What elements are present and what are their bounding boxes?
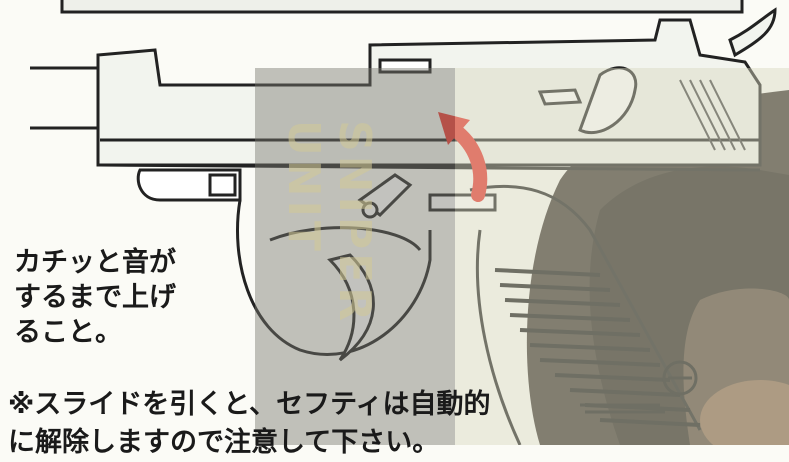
note-line-1: ※スライドを引くと、セフティは自動的 [8,389,491,420]
watermark-band-light [455,68,789,445]
caption-text: カチッと音が するまで上げ ること。 [14,245,176,350]
caption-line-2: するまで上げ [14,282,176,313]
safety-note: ※スライドを引くと、セフティは自動的 に解除しますので注意して下さい。 [8,386,491,462]
slide [96,7,777,172]
hand-photo [526,90,789,445]
top-panel-fragment [60,0,744,14]
watermark-band-dark [255,68,455,445]
caption-line-1: カチッと音が [14,247,176,278]
leader-lines [580,403,665,414]
grip-screw-icon [662,360,698,396]
frame [136,168,702,445]
note-line-2: に解除しますので注意して下さい。 [8,427,440,458]
barrel [30,66,100,130]
caption-line-3: ること。 [14,317,122,348]
curved-up-arrow-icon [438,112,488,202]
pistol-illustration [30,0,789,445]
watermark-text: SNIPER UNIT [278,120,380,326]
